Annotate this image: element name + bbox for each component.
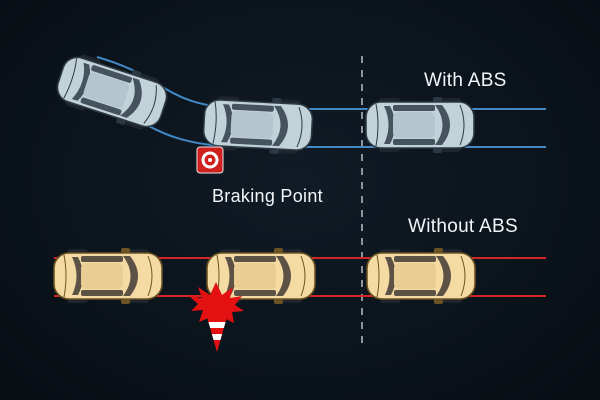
braking-point-label: Braking Point bbox=[212, 186, 323, 206]
braking-point-sign-icon bbox=[196, 146, 224, 174]
without-abs-label: Without ABS bbox=[408, 216, 518, 237]
collision-burst-icon bbox=[189, 282, 244, 352]
car-without-abs-after bbox=[366, 247, 476, 305]
with-abs-label: With ABS bbox=[424, 70, 507, 91]
car-with-abs-after bbox=[365, 96, 475, 154]
car-without-abs-start bbox=[53, 247, 163, 305]
